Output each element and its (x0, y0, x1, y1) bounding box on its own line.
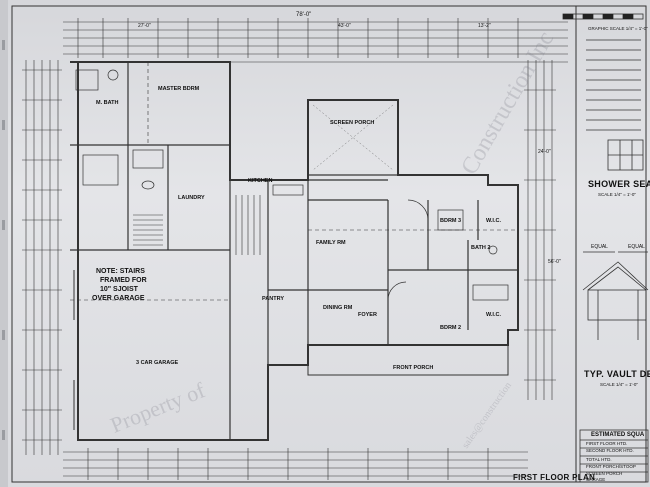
stairs-note-line-1: NOTE: STAIRS (96, 268, 145, 275)
room-garage: 3 CAR GARAGE (136, 360, 179, 366)
room-family-rm: FAMILY RM (316, 240, 346, 246)
room-master-bdrm: MASTER BDRM (158, 86, 200, 92)
dim-top-total: 78'-0" (296, 12, 312, 18)
room-front-porch: FRONT PORCH (393, 365, 434, 371)
stairs-note-line-2: FRAMED FOR (100, 277, 147, 284)
dim-right-a: 24'-0" (538, 149, 551, 155)
stairs-note-line-3: 10" SJOIST (100, 286, 138, 293)
room-foyer: FOYER (358, 312, 377, 318)
shower-seat-scale: SCALE 1/4" = 1'-0" (598, 192, 636, 197)
room-bdrm-2: BDRM 2 (440, 325, 462, 331)
est-row-3: TOTAL HTD. (586, 457, 612, 462)
sheet-title: FIRST FLOOR PLAN (513, 473, 596, 482)
estimated-sqft-title: ESTIMATED SQUA (591, 432, 645, 438)
dim-top-mid: 43'-0" (338, 23, 351, 29)
room-screen-porch: SCREEN PORCH (330, 120, 375, 126)
vault-detail-title: TYP. VAULT DETAI (584, 369, 650, 379)
room-bdrm-3: BDRM 3 (440, 218, 462, 224)
floor-plan-drawing (11, 5, 649, 483)
graphic-scale-label: GRAPHIC SCALE 1/4" = 1'-0" (588, 26, 648, 31)
room-laundry: LAUNDRY (178, 195, 205, 201)
vault-equal-left: EQUAL (591, 244, 608, 250)
room-m-bath: M. BATH (96, 100, 119, 106)
vault-equal-right: EQUAL (628, 244, 645, 250)
vault-detail-scale: SCALE 1/4" = 1'-0" (600, 382, 638, 387)
room-wic-1: W.I.C. (486, 218, 501, 224)
room-bath-2: BATH 2 (471, 245, 491, 251)
screen-left-edge (0, 0, 8, 487)
dim-top-right: 13'-2" (478, 23, 491, 29)
est-row-1: FIRST FLOOR HTD. (586, 441, 628, 446)
room-pantry: PANTRY (262, 296, 284, 302)
blueprint-sheet: 78'-0" 27'-0" 43'-0" 13'-2" 24'-0" 56'-0… (8, 0, 650, 487)
room-dining-rm: DINING RM (323, 305, 353, 311)
est-row-5: SCREEN PORCH (586, 471, 623, 476)
shower-seat-title: SHOWER SEAT D (588, 179, 650, 189)
room-wic-2: W.I.C. (486, 312, 501, 318)
est-row-4: FRONT PORCH/STOOP (586, 464, 636, 469)
est-row-6: GARAGE (586, 477, 606, 482)
dim-top-left: 27'-0" (138, 23, 151, 29)
dim-right-b: 56'-0" (548, 259, 561, 265)
stairs-note-line-4: OVER GARAGE (92, 295, 145, 302)
est-row-2: SECOND FLOOR HTD. (586, 448, 634, 453)
room-kitchen: KITCHEN (248, 178, 273, 184)
